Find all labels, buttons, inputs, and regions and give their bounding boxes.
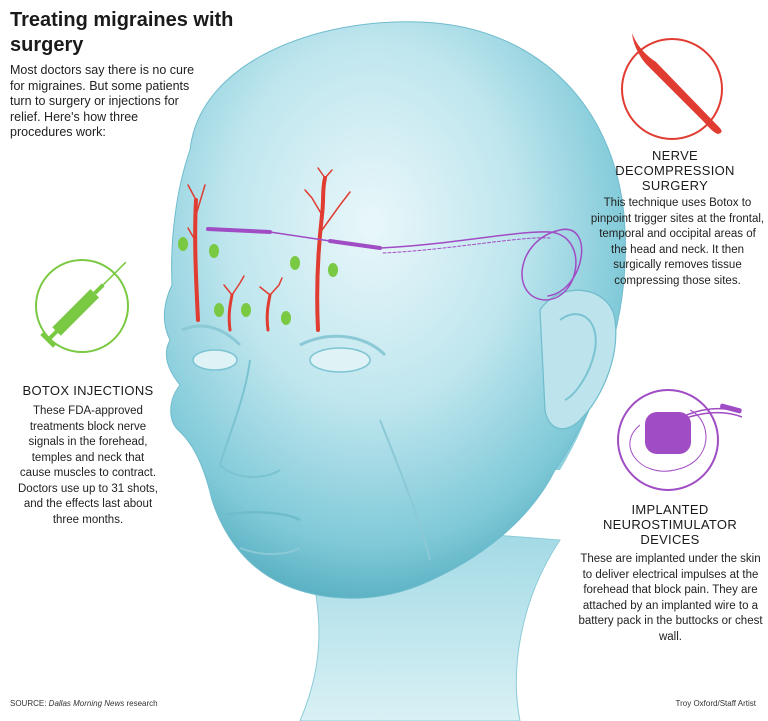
artist-credit: Troy Oxford/Staff Artist: [675, 699, 756, 708]
scalpel-icon: [621, 33, 723, 140]
syringe-icon: [35, 259, 129, 353]
intro-text: Most doctors say there is no cure for mi…: [10, 63, 195, 139]
head-shape: [163, 21, 626, 599]
page-title: Treating migraines with surgery: [10, 9, 234, 56]
ear: [539, 289, 617, 430]
neurostimulator-leads: [206, 227, 583, 301]
botox-description: These FDA-approved treatments block nerv…: [18, 405, 158, 526]
botox-title: BOTOX INJECTIONS: [22, 383, 154, 398]
forehead-nerves: [187, 167, 351, 332]
nerve-decompression-description: This technique uses Botox to pinpoint tr…: [590, 197, 765, 287]
source-publication: Dallas Morning News: [48, 699, 125, 708]
botox-injection-sites: [178, 237, 338, 325]
neurostimulator-description: These are implanted under the skin to de…: [578, 553, 763, 643]
neurostimulator-icon: [617, 389, 743, 491]
source-note: SOURCE: Dallas Morning News research: [10, 699, 158, 708]
neurostimulator-title: IMPLANTED NEUROSTIMULATOR DEVICES: [602, 502, 738, 547]
nerve-decompression-title: NERVE DECOMPRESSION SURGERY: [615, 148, 735, 193]
